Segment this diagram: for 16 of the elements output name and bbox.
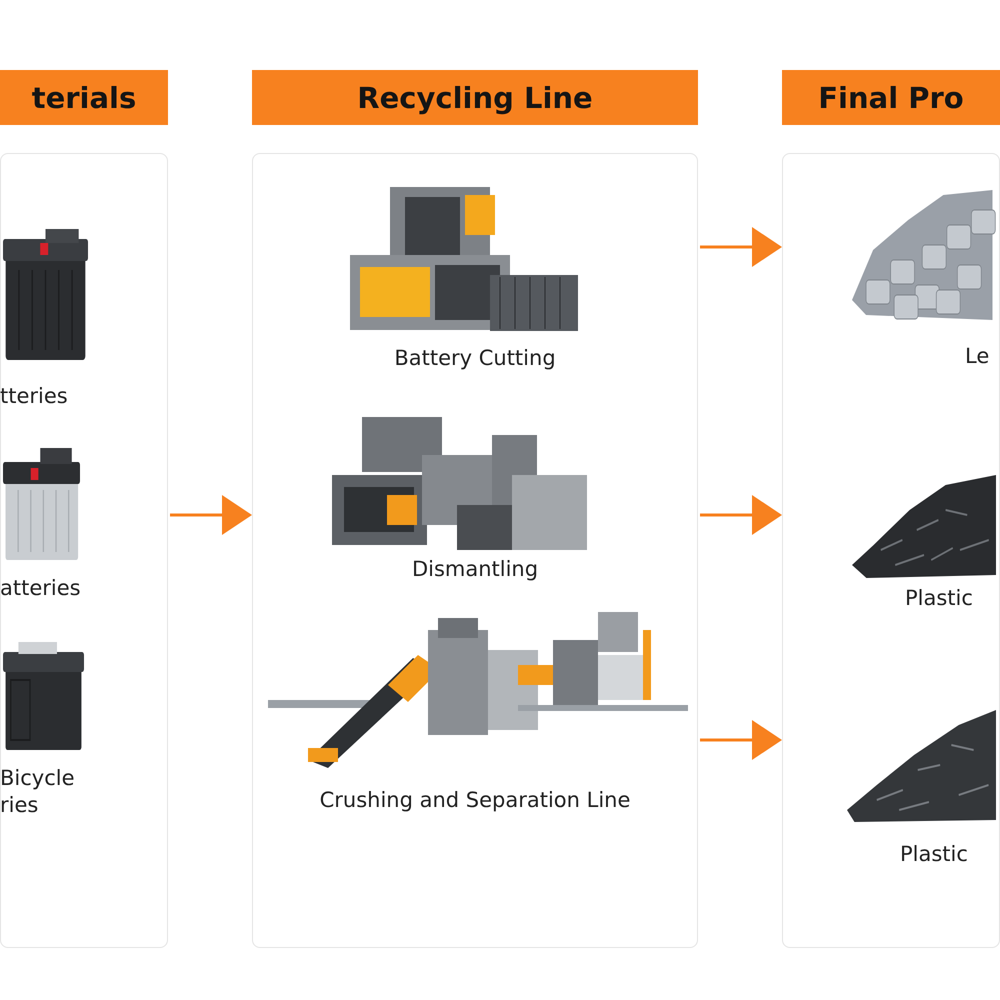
item-caption: Le <box>965 343 990 370</box>
item-caption: Plastic <box>900 841 968 868</box>
item-caption: Dismantling <box>410 556 540 583</box>
item-caption: Bicycle ries <box>0 765 76 819</box>
section-title: Final Pro <box>818 80 964 114</box>
item-caption: atteries <box>0 575 81 602</box>
arrow <box>700 495 782 535</box>
arrow <box>700 227 782 267</box>
section-title: terials <box>32 80 136 114</box>
item-caption: Plastic <box>905 585 973 612</box>
arrow <box>700 720 782 760</box>
section-title: Recycling Line <box>357 80 593 114</box>
item-caption: Crushing and Separation Line <box>318 787 632 814</box>
item-caption: tteries <box>0 383 68 410</box>
item-caption: Battery Cutting <box>393 345 557 372</box>
arrow <box>170 495 252 535</box>
